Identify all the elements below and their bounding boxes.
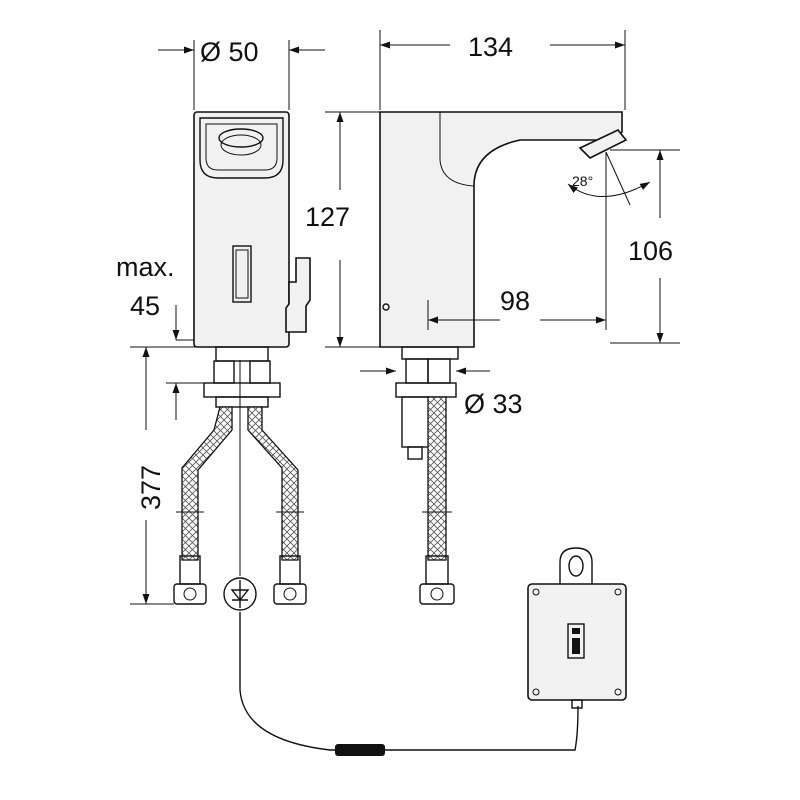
dim-max-label: max. [116,252,175,282]
dim-width-total: 134 [468,32,513,62]
hose-right [247,406,299,561]
mounting-hook-icon [559,547,593,584]
dim-spout-reach: 98 [500,286,530,316]
hose-side [427,396,447,561]
diode-symbol-icon [223,577,257,611]
control-box [527,547,627,709]
sensor-window [199,117,284,179]
brand-mark-icon [567,623,585,659]
dim-diameter-base: Ø 33 [464,389,523,419]
dimension-lines [130,30,680,605]
dim-spout-height: 106 [628,236,673,266]
temperature-lever [285,257,311,333]
cable-to-box [239,612,579,751]
dim-hose-length: 377 [136,465,166,510]
hose-left [181,406,233,561]
side-view [379,111,628,605]
dim-angle: 28° [572,173,593,189]
dim-height-body: 127 [305,202,350,232]
front-view [173,111,579,756]
dim-diameter-top: Ø 50 [200,37,259,67]
cable-marker [335,744,385,756]
sensor-slot [232,245,252,303]
spout-aerator [578,129,628,159]
dim-max-value: 45 [130,291,160,321]
